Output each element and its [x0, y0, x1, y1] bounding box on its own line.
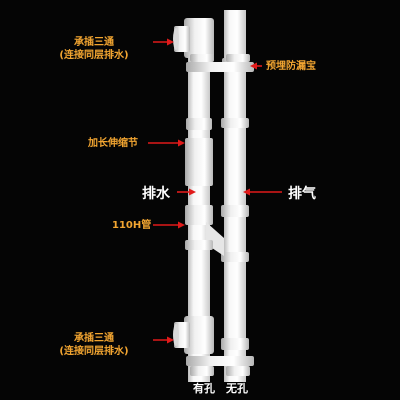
arrow-vent: [243, 188, 282, 196]
bottom-tee-line1: 承插三通: [74, 333, 114, 344]
no-hole-label: 无孔: [226, 382, 248, 395]
arrow-bottom-tee: [153, 336, 174, 344]
with-hole-label: 有孔: [193, 382, 215, 395]
drain-label: 排水: [142, 186, 170, 202]
leak-guard-bottom: [186, 356, 254, 376]
pipe-110h-label: 110H管: [112, 220, 152, 231]
top-tee-line2: (连接同层排水): [59, 50, 129, 61]
arrow-110h: [153, 221, 185, 229]
arrow-leak-guard: [250, 62, 262, 70]
leak-guard-label: 预埋防漏宝: [266, 61, 316, 72]
top-tee-line1: 承插三通: [74, 37, 114, 48]
drain-pipe: [173, 18, 224, 382]
arrow-expansion: [148, 139, 185, 147]
vent-label: 排气: [288, 186, 316, 202]
arrow-top-tee: [153, 38, 174, 46]
leak-guard-top: [186, 54, 254, 72]
bottom-tee-line2: (连接同层排水): [59, 346, 129, 357]
top-tee-label: 承插三通 (连接同层排水): [36, 36, 152, 62]
expansion-joint-label: 加长伸缩节: [88, 138, 138, 149]
bottom-tee-label: 承插三通 (连接同层排水): [36, 332, 152, 358]
arrow-drain: [177, 188, 196, 196]
